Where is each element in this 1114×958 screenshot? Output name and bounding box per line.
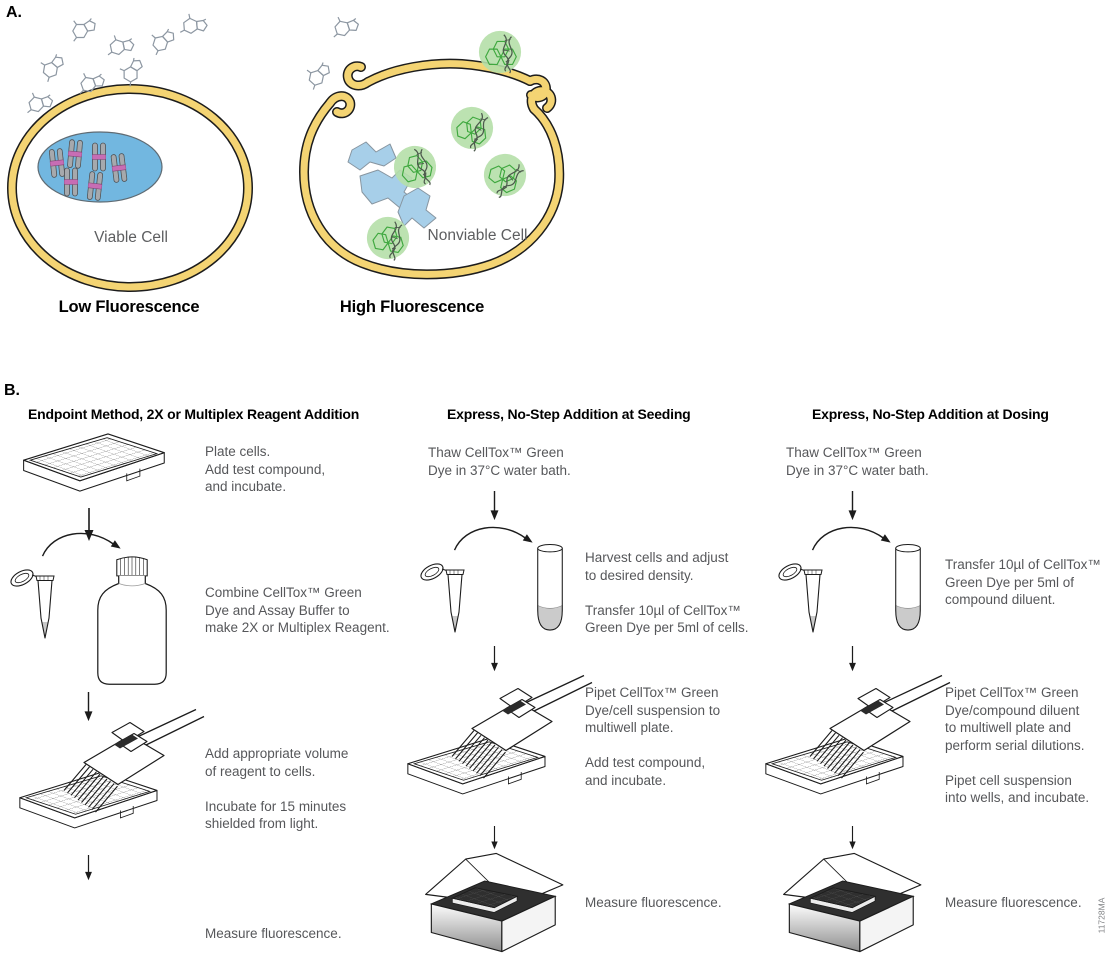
- viable-cell-label: Viable Cell: [94, 229, 168, 246]
- microtube-icon: [8, 560, 60, 644]
- conical-tube-icon: [890, 540, 926, 635]
- microplate-icon: [18, 430, 168, 496]
- step-text: Plate cells. Add test compound, and incu…: [205, 444, 326, 494]
- multichannel-pipette-icon: [760, 672, 955, 817]
- down-arrow-icon: [847, 646, 858, 672]
- column-2-title: Express, No-Step Addition at Seeding: [447, 406, 691, 422]
- step-text: Combine CellTox™ Green Dye and Assay Buf…: [205, 585, 390, 635]
- high-fluorescence-caption: High Fluorescence: [339, 298, 485, 316]
- microtube-icon: [776, 554, 828, 638]
- down-arrow-icon: [847, 491, 858, 521]
- down-arrow-icon: [83, 855, 94, 881]
- multichannel-pipette-icon: [14, 706, 209, 851]
- multichannel-pipette-icon: [402, 672, 597, 817]
- panel-b-label: B.: [4, 382, 20, 399]
- down-arrow-icon: [847, 826, 858, 850]
- nonviable-cell: [298, 30, 565, 280]
- panel-a-illustration: [7, 10, 565, 292]
- transfer-arrow-icon: [808, 520, 898, 552]
- plate-reader-icon: [418, 850, 580, 954]
- transfer-arrow-icon: [450, 520, 540, 552]
- step-text: Transfer 10µl of CellTox™ Green Dye per …: [945, 557, 1101, 607]
- down-arrow-icon: [489, 646, 500, 672]
- step-text: Measure fluorescence.: [205, 926, 342, 941]
- nonviable-cell-label: Nonviable Cell: [427, 227, 528, 244]
- step-text: Thaw CellTox™ Green Dye in 37°C water ba…: [428, 445, 571, 478]
- conical-tube-icon: [532, 540, 568, 635]
- column-3-title: Express, No-Step Addition at Dosing: [812, 406, 1049, 422]
- figure-number: 11728MA: [1096, 897, 1107, 934]
- step-text: Add appropriate volume of reagent to cel…: [205, 746, 349, 831]
- microtube-icon: [418, 554, 470, 638]
- step-text: Thaw CellTox™ Green Dye in 37°C water ba…: [786, 445, 929, 478]
- reagent-bottle-icon: [94, 555, 170, 688]
- transfer-arrow-icon: [38, 526, 128, 558]
- step-text: Pipet CellTox™ Green Dye/compound diluen…: [945, 685, 1090, 805]
- step-text: Measure fluorescence.: [945, 895, 1082, 910]
- column-1-title: Endpoint Method, 2X or Multiplex Reagent…: [28, 406, 360, 422]
- viable-cell: [7, 84, 253, 292]
- low-fluorescence-caption: Low Fluorescence: [58, 298, 200, 316]
- step-text: Measure fluorescence.: [585, 895, 722, 910]
- step-text: Harvest cells and adjust to desired dens…: [585, 550, 749, 635]
- panel-a-label: A.: [6, 4, 22, 21]
- down-arrow-icon: [489, 826, 500, 850]
- down-arrow-icon: [489, 491, 500, 521]
- step-text: Pipet CellTox™ Green Dye/cell suspension…: [585, 685, 721, 788]
- plate-reader-icon: [776, 850, 938, 954]
